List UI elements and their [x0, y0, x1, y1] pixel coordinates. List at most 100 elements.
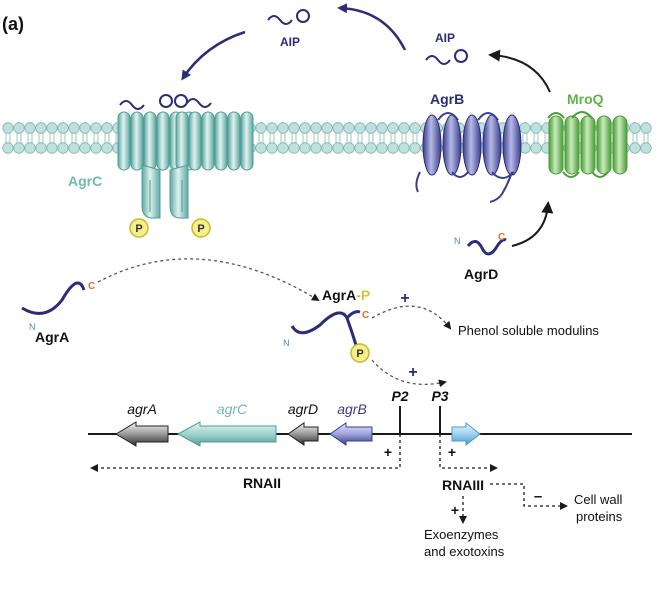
agrc-receptor: [117, 94, 254, 219]
lipid-head: [310, 142, 322, 154]
lipid-head: [277, 142, 289, 154]
aip-peptide-left: [267, 9, 310, 25]
lipid-head: [266, 122, 278, 134]
lipid-head: [79, 122, 91, 134]
lipid-head: [365, 122, 377, 134]
phosphate-label: P: [135, 223, 142, 235]
agrc-phosphate-right: P: [191, 218, 211, 238]
lipid-head: [288, 122, 300, 134]
psm-label: Phenol soluble modulins: [458, 323, 599, 338]
lipid-head: [266, 142, 278, 154]
lipid-head: [354, 122, 366, 134]
gene-arrow-agrb: [329, 422, 373, 446]
agrc-helix: [188, 111, 202, 171]
lipid-head: [277, 122, 289, 134]
agra-p-n-terminus: N: [283, 338, 290, 348]
lipid-head: [332, 122, 344, 134]
lipid-head: [398, 142, 410, 154]
gene-label-agra: agrA: [127, 401, 157, 417]
agra-label: AgrA: [35, 329, 69, 345]
lipid-head: [409, 122, 421, 134]
agrc-helix: [156, 111, 170, 171]
lipid-head: [24, 142, 36, 154]
cell-wall-label-line1: Cell wall: [574, 492, 623, 507]
lipid-head: [57, 142, 69, 154]
agra-p-c-terminus: C: [362, 310, 369, 321]
mroq-helix: [612, 115, 628, 175]
agrb-helix: [502, 114, 522, 176]
lipid-head: [57, 122, 69, 134]
gene-arrow-agrc: [176, 421, 277, 447]
lipid-head: [24, 122, 36, 134]
agrc-helix: [143, 111, 157, 171]
lipid-head: [640, 122, 652, 134]
agrb-helix: [462, 114, 482, 176]
agra-p-phosphate: P: [350, 343, 370, 363]
exo-plus-sign: +: [451, 502, 459, 518]
agrb-label: AgrB: [430, 91, 464, 107]
agrd-label: AgrD: [464, 266, 498, 282]
rnaii-label: RNAII: [243, 475, 281, 491]
exo-label-line2: and exotoxins: [424, 544, 505, 559]
lipid-head: [46, 122, 58, 134]
agra-c-terminus: C: [88, 281, 95, 292]
gene-arrow-agra: [115, 421, 169, 447]
agrc-helix: [240, 111, 254, 171]
lipid-head: [629, 142, 641, 154]
agrc-label: AgrC: [68, 173, 102, 189]
lipid-head: [101, 142, 113, 154]
lipid-head: [398, 122, 410, 134]
phosphotransfer-arrow: [97, 258, 320, 302]
lipid-head: [13, 122, 25, 134]
lipid-head: [79, 142, 91, 154]
gene-arrow-rnaiii: [451, 421, 481, 447]
phosphate-label: P: [197, 223, 204, 235]
lipid-head: [90, 122, 102, 134]
agra-p-suffix: -P: [356, 287, 370, 303]
lipid-head: [629, 122, 641, 134]
agra-p-protein: [290, 310, 361, 346]
lipid-head: [376, 122, 388, 134]
lipid-head: [13, 142, 25, 154]
cell-wall-minus-sign: –: [534, 488, 542, 505]
aip-label-right: AIP: [435, 31, 455, 45]
agrc-helix: [227, 111, 241, 171]
lipid-head: [2, 122, 14, 134]
agrb-protein: [415, 112, 522, 203]
agrc-helix: [117, 111, 131, 171]
lipid-head: [321, 142, 333, 154]
lipid-head: [68, 142, 80, 154]
mroq-protein: [547, 111, 628, 178]
lipid-head: [321, 122, 333, 134]
agrd-peptide: [466, 238, 507, 256]
lipid-head: [299, 142, 311, 154]
agrc-helix: [201, 111, 215, 171]
lipid-head: [530, 142, 542, 154]
gene-arrow-agrd: [287, 422, 319, 446]
lipid-head: [387, 142, 399, 154]
agrc-phosphate-left: P: [129, 218, 149, 238]
psm-plus-sign: +: [400, 290, 409, 307]
mroq-helix: [564, 115, 580, 175]
lipid-head: [354, 142, 366, 154]
phosphate-label: P: [356, 348, 363, 360]
lipid-head: [255, 142, 267, 154]
gene-label-agrd: agrD: [288, 401, 318, 417]
lipid-head: [288, 142, 300, 154]
agrb-helix: [442, 114, 462, 176]
cell-wall-label-line2: proteins: [576, 509, 623, 524]
mroq-label: MroQ: [567, 91, 604, 107]
promoter-p2-label: P2: [391, 388, 408, 404]
aip-arrow-top: [337, 3, 407, 51]
agra-p-label: AgrA-P: [322, 287, 370, 303]
lipid-head: [46, 142, 58, 154]
agra-n-terminus: N: [29, 322, 36, 332]
agra-p-name: AgrA: [322, 287, 356, 303]
lipid-head: [343, 122, 355, 134]
agrd-c-terminus: C: [498, 232, 505, 243]
agrb-helix: [422, 114, 442, 176]
lipid-head: [409, 142, 421, 154]
aip-export-arrow: [488, 49, 551, 93]
lipid-head: [2, 142, 14, 154]
